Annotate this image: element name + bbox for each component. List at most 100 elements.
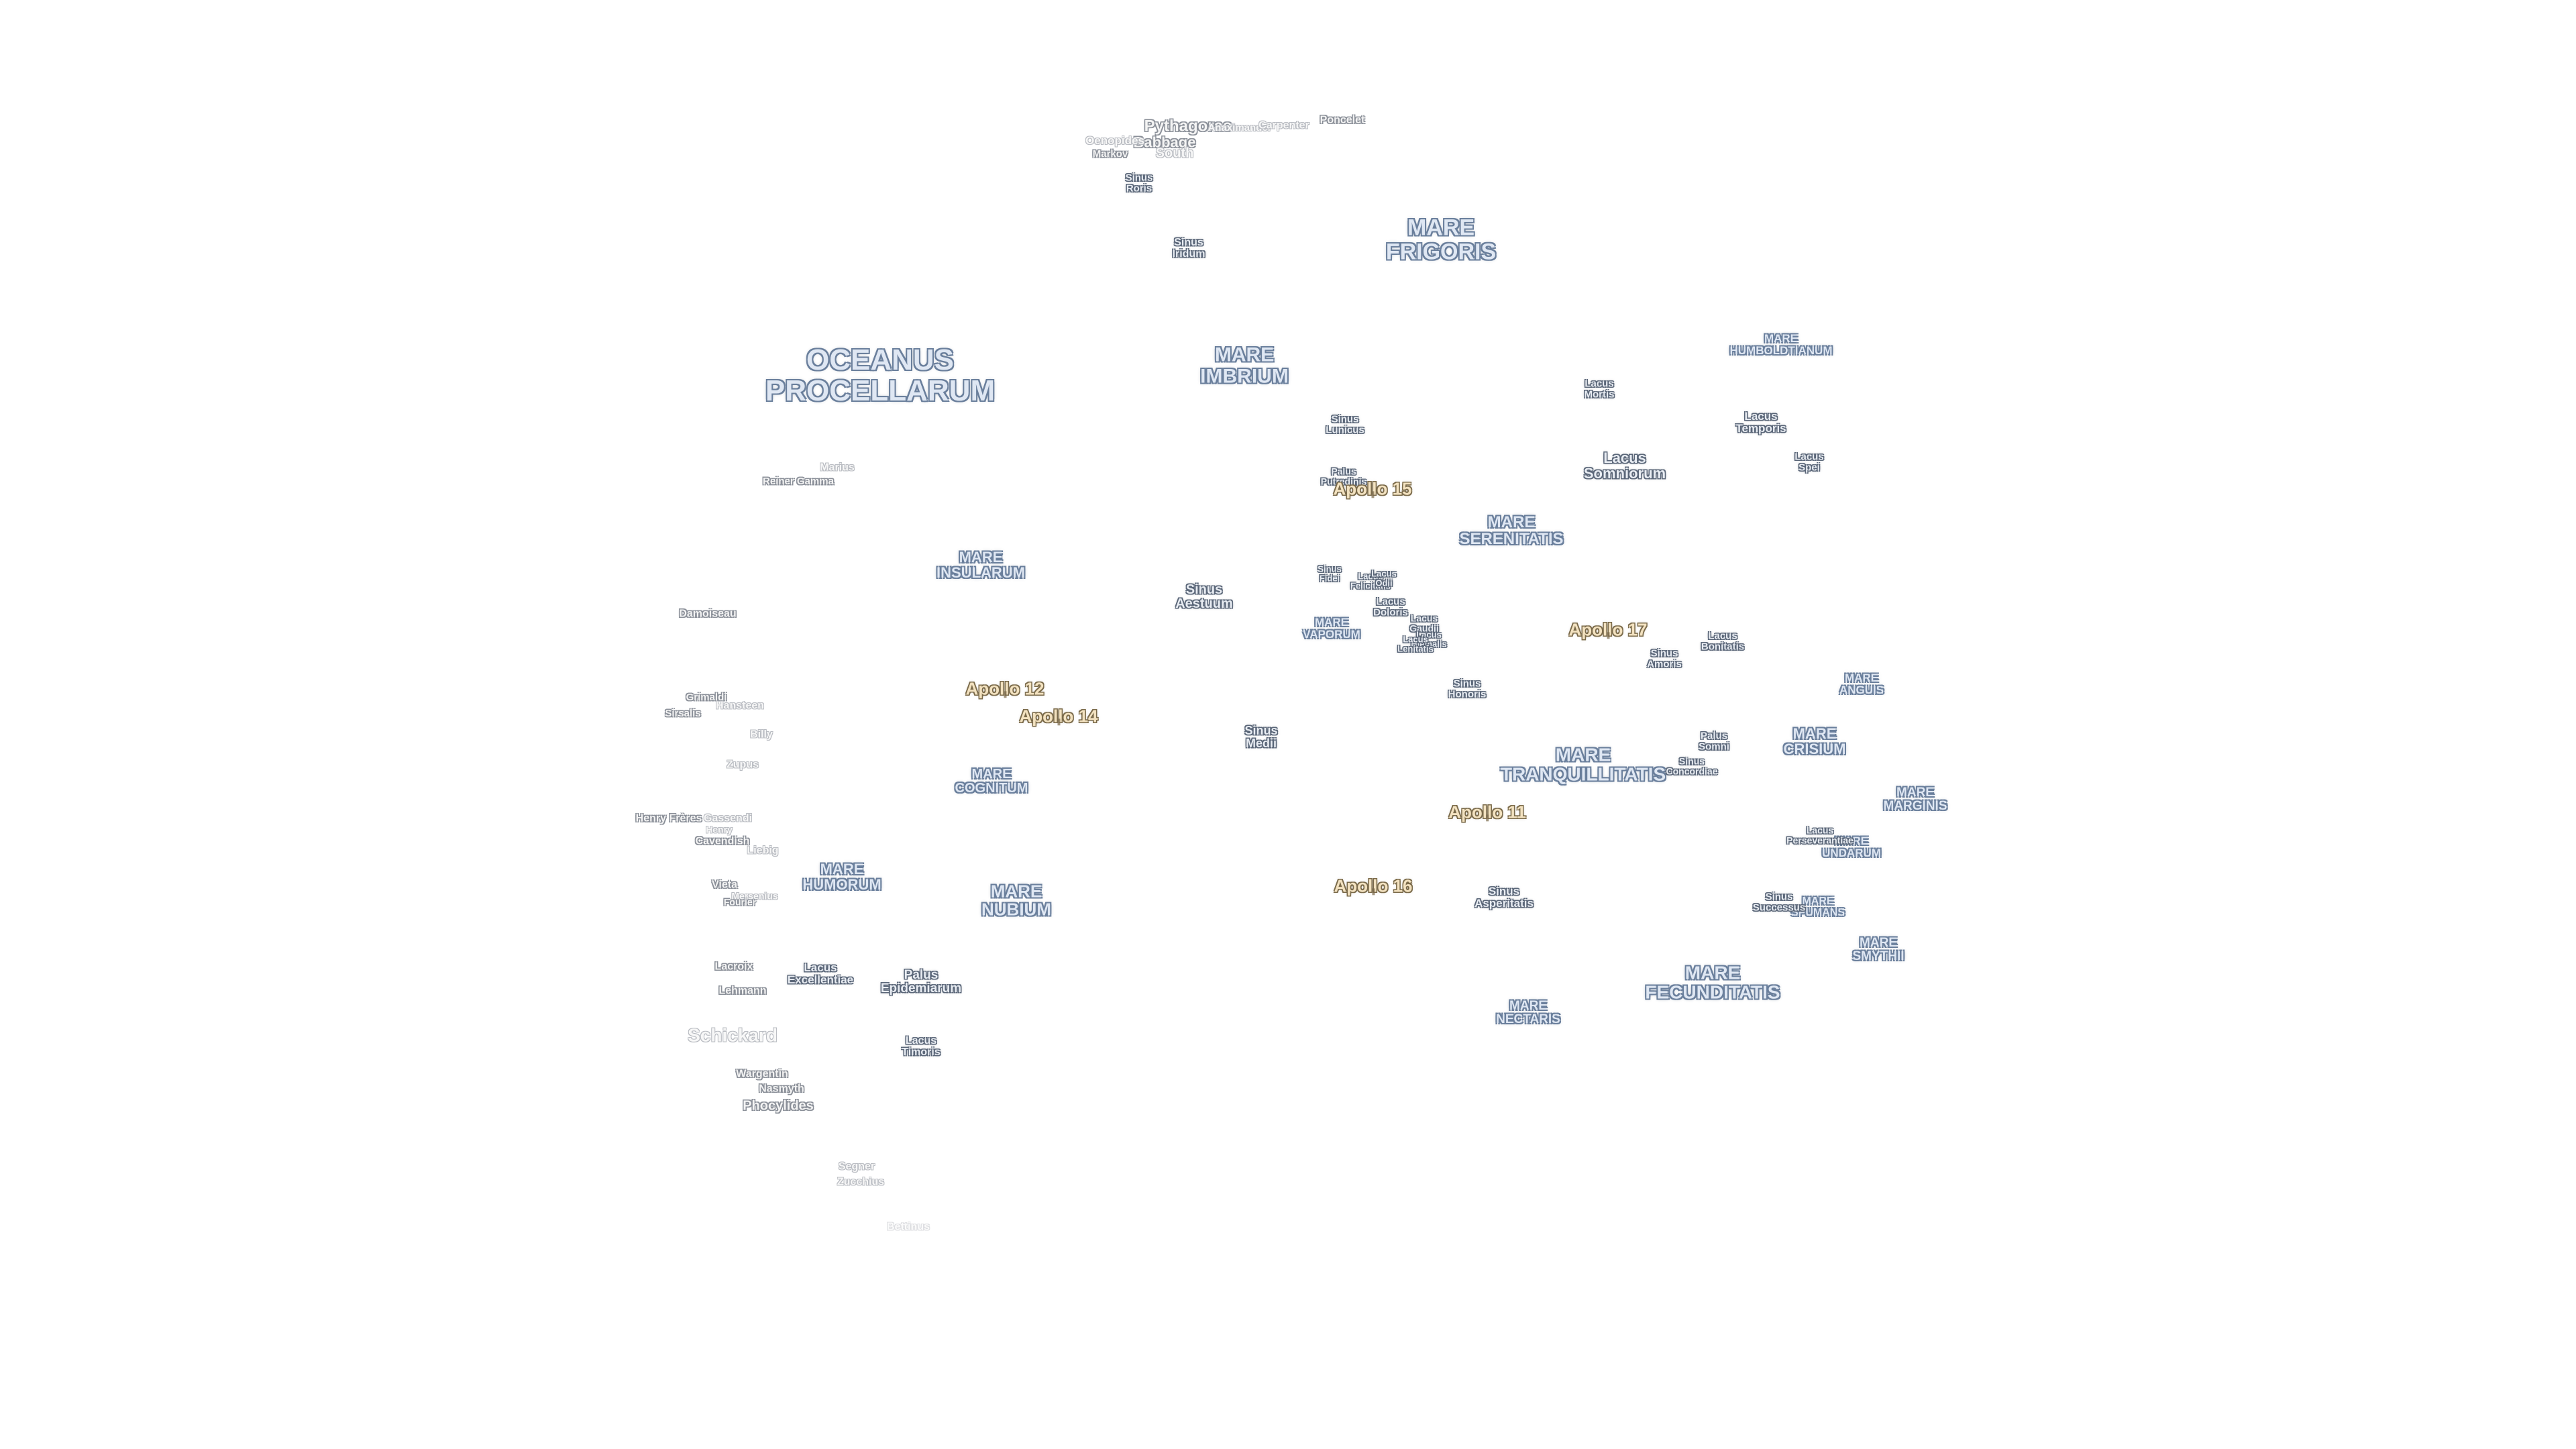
label-line: Palus xyxy=(1700,730,1728,742)
label-line: Lacus xyxy=(1410,612,1438,624)
label-line: Lacus xyxy=(1403,634,1428,645)
label-line: Sinus xyxy=(1678,755,1705,767)
label-line: Lacus xyxy=(1371,568,1397,579)
label-line: MARE xyxy=(1834,835,1869,848)
label-line: SMYTHII xyxy=(1852,949,1904,963)
label-line: Somni xyxy=(1699,741,1729,752)
label-line: Odii xyxy=(1375,578,1393,588)
crater-label-markov: Markov xyxy=(1092,148,1128,160)
label-line: MARE xyxy=(1555,744,1611,765)
label-line: Bonitatis xyxy=(1701,641,1745,652)
crater-label-cavendish: Cavendish xyxy=(695,835,750,847)
label-line: Aestuum xyxy=(1175,596,1233,611)
label-line: Lunicus xyxy=(1326,424,1364,435)
crater-label-pythagoras: Pythagoras xyxy=(1144,117,1232,136)
label-line: Spei xyxy=(1799,462,1820,473)
label-line: Iridum xyxy=(1172,248,1205,260)
label-line: Hiemalis xyxy=(1411,639,1447,649)
crater-label-marius: Marius xyxy=(820,462,855,474)
label-line: HUMORUM xyxy=(802,876,881,893)
label-line: Roris xyxy=(1126,182,1152,194)
crater-label-henry-freres: Henry Frères xyxy=(635,812,702,824)
label-line: Lacus xyxy=(1416,629,1442,640)
label-line: Sinus xyxy=(1331,413,1359,425)
apollo-site-apollo-16: Apollo 16 xyxy=(1334,875,1413,896)
label-line: Felicitatis xyxy=(1350,580,1391,590)
label-line: Lacus xyxy=(905,1035,937,1047)
label-line: MARE xyxy=(1844,672,1879,685)
label-line: Fidei xyxy=(1319,573,1340,583)
label-line: Amoris xyxy=(1647,658,1682,669)
label-line: Temporis xyxy=(1735,422,1786,435)
label-line: Lacus xyxy=(1376,596,1405,608)
crater-label-wargentin: Wargentin xyxy=(736,1068,788,1080)
label-line: MARE xyxy=(820,860,864,877)
label-line: NECTARIS xyxy=(1496,1012,1560,1026)
label-line: Epidemiarum xyxy=(880,981,962,996)
label-line: Palus xyxy=(1331,466,1356,477)
label-line: Palus xyxy=(904,968,938,983)
label-line: Mortis xyxy=(1584,388,1615,400)
crater-label-lacroix: Lacroix xyxy=(714,961,753,973)
label-line: MARE xyxy=(1792,724,1837,742)
crater-label-bettinus: Bettinus xyxy=(887,1221,930,1233)
label-line: Lacus xyxy=(1585,378,1614,390)
apollo-site-apollo-17: Apollo 17 xyxy=(1568,619,1648,640)
label-line: UNDARUM xyxy=(1822,847,1881,859)
crater-label-grimaldi: Grimaldi xyxy=(686,692,727,704)
label-line: Sinus xyxy=(1765,891,1793,903)
label-line: Concordiae xyxy=(1666,765,1718,776)
label-line: OCEANUS xyxy=(806,343,955,376)
crater-label-schickard: Schickard xyxy=(688,1024,777,1046)
crater-label-billy: Billy xyxy=(750,729,773,741)
crater-label-anaximander: Anaximander xyxy=(1208,122,1272,134)
apollo-site-apollo-15: Apollo 15 xyxy=(1333,478,1412,499)
label-line: Lacus xyxy=(1806,824,1834,836)
label-line: MARE xyxy=(1487,513,1536,531)
label-line: SERENITATIS xyxy=(1459,530,1564,548)
label-line: Lacus xyxy=(1744,410,1778,423)
label-line: MARE xyxy=(1802,896,1834,908)
apollo-site-apollo-12: Apollo 12 xyxy=(965,678,1044,699)
label-line: Perseverantiae xyxy=(1786,835,1854,845)
label-line: Gaudii xyxy=(1409,623,1439,633)
crater-label-hansteen: Hansteen xyxy=(715,700,765,712)
label-line: TRANQUILLITATIS xyxy=(1500,764,1666,785)
label-line: Lacus xyxy=(1603,449,1646,466)
label-line: Sinus xyxy=(1244,724,1278,738)
label-line: MARE xyxy=(1314,616,1349,629)
label-line: Doloris xyxy=(1373,606,1408,618)
label-line: Sinus xyxy=(1453,678,1481,690)
label-line: MARE xyxy=(1764,332,1799,345)
label-line: Sinus xyxy=(1174,237,1203,249)
label-line: MARE xyxy=(1684,962,1741,983)
label-line: Lacus xyxy=(1708,630,1737,642)
